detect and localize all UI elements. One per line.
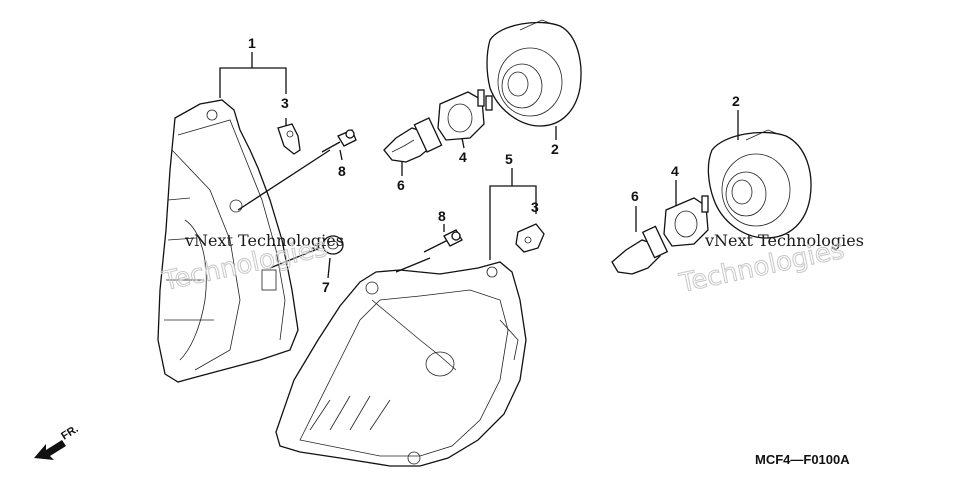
watermark-small-right: vNext Technologies — [704, 231, 864, 250]
callout-7: 7 — [322, 279, 330, 295]
clip-part-3-center — [515, 223, 545, 253]
callout-8-left: 8 — [338, 163, 346, 179]
socket-part-4-upper — [437, 89, 493, 149]
front-arrow-icon — [34, 440, 66, 460]
drawing-code: MCF4—F0100A — [755, 452, 850, 467]
callout-4-lower: 4 — [671, 163, 679, 179]
callout-8-center: 8 — [438, 208, 446, 224]
grommet-part-7 — [322, 235, 344, 255]
headlight-left — [157, 99, 299, 383]
clip-part-3-left — [277, 123, 301, 155]
callout-6-lower: 6 — [631, 188, 639, 204]
bulb-part-6-left — [383, 117, 443, 176]
bulb-part-6-right — [611, 206, 669, 275]
leader-lines-lower — [395, 168, 537, 273]
screw-part-8-left — [321, 129, 357, 153]
callout-4-upper: 4 — [459, 149, 467, 165]
headlight-lower — [275, 261, 527, 467]
dust-cover-part-2-upper — [486, 19, 582, 140]
watermark-small-left: vNext Technologies — [184, 231, 344, 250]
callout-3-center: 3 — [531, 199, 539, 215]
front-direction-indicator: FR. — [34, 423, 81, 460]
callout-2-upper: 2 — [551, 141, 559, 157]
callout-2-lower: 2 — [732, 93, 740, 109]
socket-part-4-lower — [663, 180, 709, 247]
callout-3-left: 3 — [281, 95, 289, 111]
callout-labels: 1 3 8 7 6 4 2 5 3 8 2 4 6 — [248, 35, 740, 295]
callout-1: 1 — [248, 35, 256, 51]
front-label: FR. — [59, 423, 80, 443]
callout-6-left: 6 — [397, 177, 405, 193]
callout-5: 5 — [505, 151, 513, 167]
screw-part-8-center — [423, 229, 463, 253]
dust-cover-part-2-lower — [707, 110, 812, 239]
